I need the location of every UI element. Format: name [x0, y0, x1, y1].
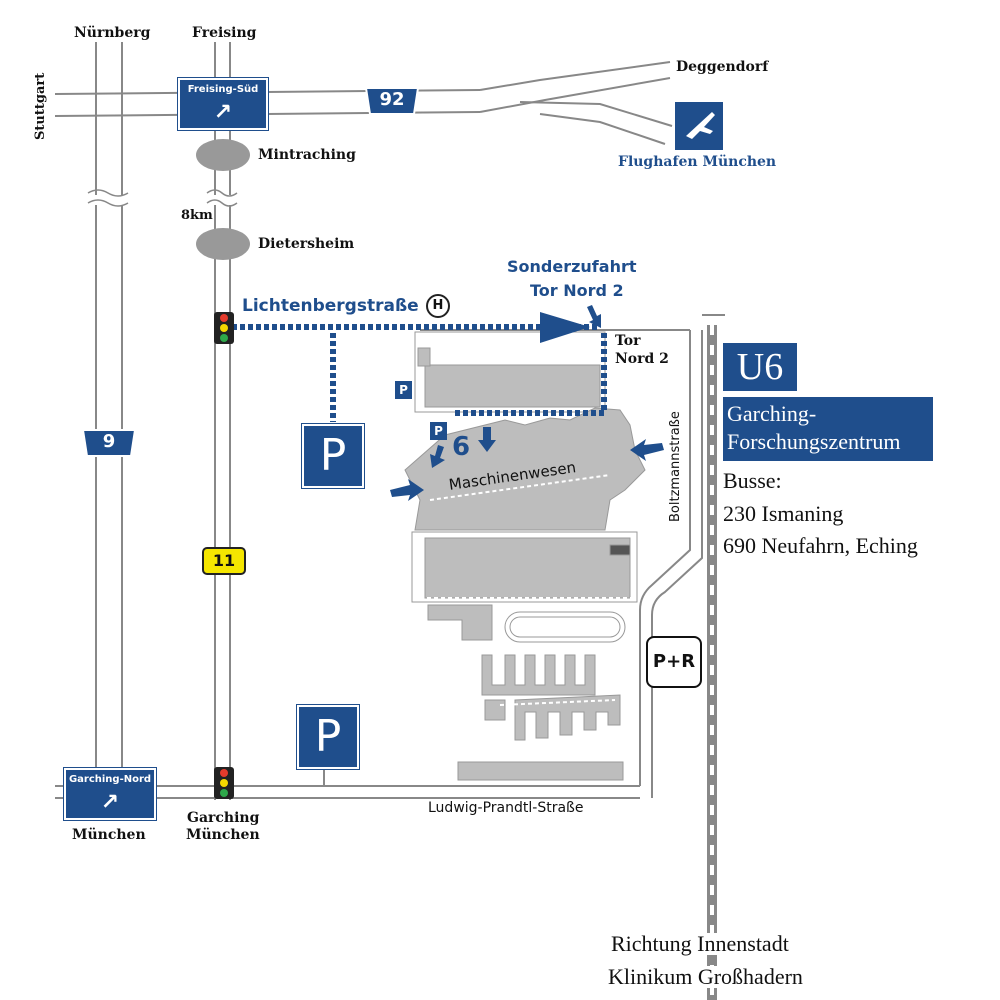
label-muenchen: München	[72, 827, 146, 843]
label-airport: Flughafen München	[618, 154, 777, 170]
label-nord-2: Nord 2	[615, 351, 669, 367]
label-lichtenbergstrasse: Lichtenbergstraße	[242, 296, 419, 316]
parking-sign-top: P	[302, 424, 364, 488]
label-mintraching: Mintraching	[258, 147, 356, 163]
traffic-light-bottom	[214, 767, 234, 799]
label-stuttgart: Stuttgart	[33, 72, 48, 140]
label-sonderzufahrt: Sonderzufahrt	[507, 257, 637, 276]
bus-stop-label: H	[432, 298, 444, 313]
break-marks	[87, 189, 238, 207]
label-garching: Garching	[187, 810, 260, 826]
bus-stop-marker	[426, 294, 450, 318]
campus-buildings	[404, 331, 646, 781]
label-deggendorf: Deggendorf	[676, 59, 769, 75]
label-freising: Freising	[192, 25, 257, 41]
label-distance: 8km	[181, 208, 213, 223]
entrance-arrows	[390, 305, 664, 501]
label-richtung-innenstadt: Richtung Innenstadt	[611, 931, 789, 956]
bus-line-690: 690 Neufahrn, Eching	[723, 533, 918, 558]
bus-line-230: 230 Ismaning	[723, 501, 844, 526]
a9-shield	[81, 429, 137, 457]
arrow-icon: ↗	[100, 790, 120, 815]
label-ludwig-prandtl-strasse: Ludwig-Prandtl-Straße	[428, 800, 584, 816]
label-busse: Busse:	[723, 468, 782, 493]
sign-garching-nord: Garching-Nord ↗	[64, 768, 156, 820]
building-number: 6	[452, 432, 471, 462]
b11-shield	[202, 547, 246, 575]
a92-shield	[364, 87, 420, 115]
label-nuernberg: Nürnberg	[74, 25, 151, 41]
a9-number: 9	[102, 431, 116, 452]
airplane-icon-shape	[686, 112, 715, 139]
label-dietersheim: Dietersheim	[258, 236, 355, 252]
sign-freising-sued: Freising-Süd ↗	[178, 78, 268, 130]
dietersheim-marker	[196, 228, 250, 260]
station-name-line1: Garching-	[727, 401, 817, 426]
label-tor: Tor	[615, 333, 641, 349]
a92-number: 92	[379, 89, 405, 110]
highway-a92	[54, 61, 673, 145]
park-and-ride-sign: P+R	[646, 636, 702, 688]
label-sonderzufahrt-tor: Tor Nord 2	[530, 281, 624, 300]
parking-small-2: P	[430, 422, 447, 440]
label-klinikum-grosshadern: Klinikum Großhadern	[608, 964, 803, 989]
building-outlines	[414, 474, 635, 706]
parking-small-1: P	[395, 381, 412, 399]
highway-a9	[95, 42, 123, 800]
traffic-light-top	[214, 312, 234, 344]
sign-garching-nord-label: Garching-Nord	[68, 774, 152, 785]
route-lichtenbergstrasse	[232, 324, 607, 422]
arrow-icon: ↗	[213, 100, 233, 125]
station-box: Garching- Forschungszentrum	[723, 397, 933, 461]
label-boltzmannstrasse: Boltzmannstraße	[668, 411, 683, 522]
direction-arrow	[540, 312, 590, 343]
mintraching-marker	[196, 139, 250, 171]
b11-number: 11	[212, 551, 236, 570]
sign-freising-sued-label: Freising-Süd	[187, 84, 259, 95]
parking-sign-bottom: P	[297, 705, 359, 769]
u6-badge: U6	[723, 343, 797, 391]
road-ludwig-prandtl	[55, 314, 725, 799]
label-garching-muenchen: München	[186, 827, 260, 843]
station-name-line2: Forschungszentrum	[727, 429, 901, 454]
